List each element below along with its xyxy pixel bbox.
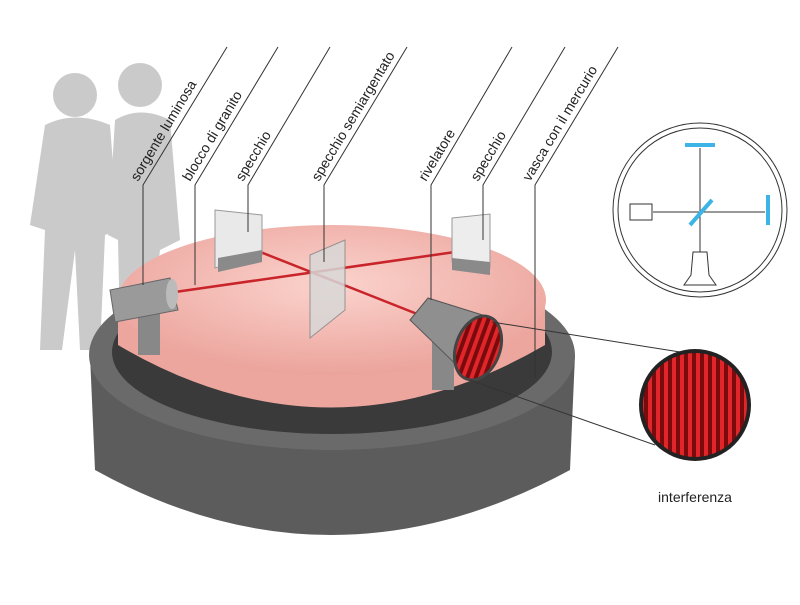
interference-fringes	[643, 353, 747, 457]
schematic-inset	[612, 122, 788, 298]
leader-lines	[142, 46, 619, 378]
label-mirror-left: specchio	[232, 128, 274, 184]
mirror-right	[451, 213, 491, 275]
interference-zoom: interferenza	[469, 321, 751, 505]
label-mercury-tub: vasca con il mercurio	[519, 62, 601, 183]
detector	[409, 297, 504, 390]
mirror-left	[214, 209, 263, 272]
label-beam-splitter: specchio semiargentato	[308, 48, 398, 183]
label-mirror-right: specchio	[467, 128, 509, 184]
people-silhouettes	[30, 63, 180, 350]
label-interference: interferenza	[658, 489, 732, 505]
beam-splitter	[309, 239, 346, 340]
light-source	[109, 277, 179, 355]
